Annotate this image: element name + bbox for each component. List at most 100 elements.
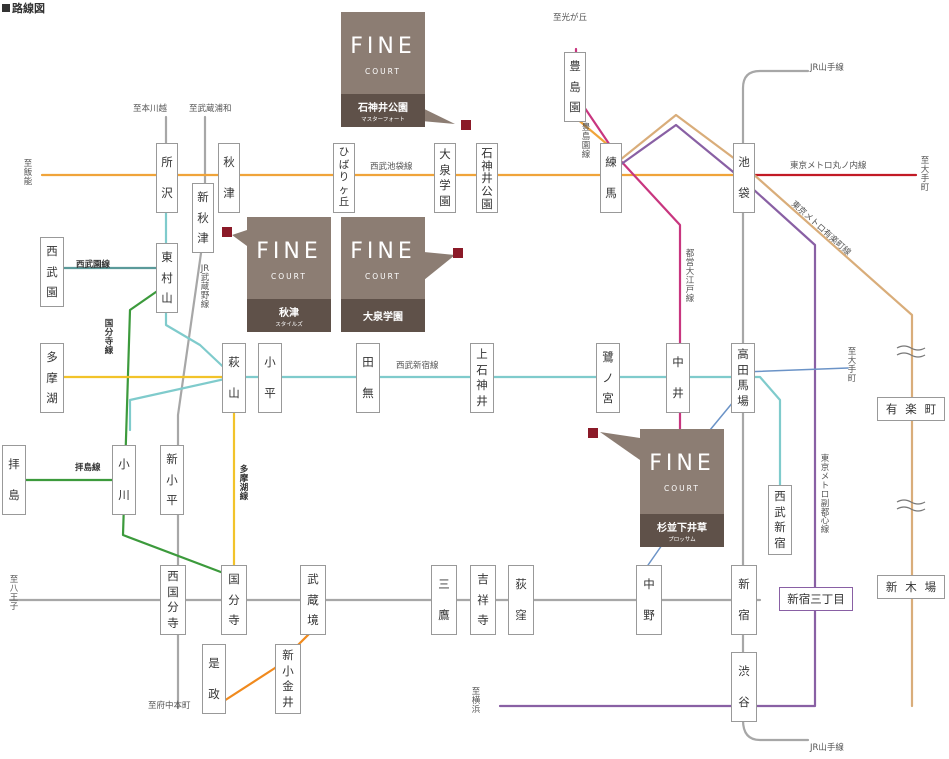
station-seibuen[interactable]: 西武園	[40, 237, 64, 307]
station-shinkodaira[interactable]: 新小平	[160, 445, 184, 515]
map-pin-oizumigakuen[interactable]	[453, 248, 463, 258]
map-pin-shakujiikoen[interactable]	[461, 120, 471, 130]
property-tag: スタイルズ	[275, 321, 303, 328]
nakano-fc-connector-path	[645, 544, 663, 569]
property-tag: マスターフォート	[361, 116, 405, 123]
station-oizumigakuen[interactable]: 大泉学園	[434, 143, 456, 213]
callout-pointer-akitsu	[232, 230, 247, 246]
label-to-musashiurawa: 至武蔵浦和	[189, 104, 232, 114]
property-name: 大泉学園	[363, 311, 403, 323]
station-akitsu[interactable]: 秋津	[218, 143, 240, 213]
station-kichijoji[interactable]: 吉祥寺	[470, 565, 496, 635]
station-kamishakujii[interactable]: 上石神井	[470, 343, 494, 413]
tozai-connector-path	[742, 367, 849, 373]
property-card-shakujiikoen[interactable]: FINE COURT 石神井公園 マスターフォート	[341, 12, 425, 127]
station-yurakucho[interactable]: 有楽町	[877, 397, 945, 421]
station-ogikubo[interactable]: 荻窪	[508, 565, 534, 635]
tamako-line-path	[60, 375, 236, 579]
label-to-otemachi-1: 至大手町	[920, 156, 930, 193]
property-card-akitsu[interactable]: FINE COURT 秋津 スタイルズ	[247, 217, 331, 332]
station-shakujiikoen[interactable]: 石神井公園	[476, 143, 498, 213]
station-nakano[interactable]: 中野	[636, 565, 662, 635]
property-footer: 秋津 スタイルズ	[247, 299, 331, 332]
yurakucho-line-path	[618, 113, 914, 708]
callout-pointer-oizumi	[424, 252, 455, 280]
fukutoshin-line-path	[498, 123, 817, 708]
station-ikebukuro[interactable]: 池袋	[733, 143, 755, 213]
label-seibu-ikebukuro-line: 西武池袋線	[370, 162, 413, 172]
station-koremasa[interactable]: 是政	[202, 644, 226, 714]
oedo-line-path	[574, 47, 682, 432]
property-card-suginami-shimoigusa[interactable]: FINE COURT 杉並下井草 プロッサム	[640, 429, 724, 547]
property-sub: COURT	[365, 272, 401, 281]
property-brand: FINE	[649, 451, 715, 476]
label-seibuen-line: 西武園線	[76, 260, 111, 270]
break-mark-upper	[896, 345, 926, 358]
station-haguyama[interactable]: 萩山	[222, 343, 246, 413]
page-title: 路線図	[2, 0, 45, 16]
label-to-yokohama: 至横浜	[471, 687, 481, 715]
haijima-line-path	[128, 375, 236, 432]
map-pin-suginami-shimoigusa[interactable]	[588, 428, 598, 438]
station-shinkiba[interactable]: 新木場	[877, 575, 945, 599]
property-tag: プロッサム	[668, 536, 696, 543]
property-footer: 大泉学園	[341, 299, 425, 332]
property-footer: 石神井公園 マスターフォート	[341, 94, 425, 127]
label-seibu-shinjuku-line: 西武新宿線	[396, 361, 439, 371]
label-fukutoshin-line: 東京メトロ副都心線	[820, 454, 830, 536]
property-sub: COURT	[365, 67, 401, 76]
station-haijima[interactable]: 拝島	[2, 445, 26, 515]
property-brand: FINE	[350, 34, 416, 59]
station-mitaka[interactable]: 三鷹	[431, 565, 457, 635]
label-to-hachioji: 至八王子	[9, 575, 19, 612]
station-nakai[interactable]: 中井	[666, 343, 690, 413]
station-nerima[interactable]: 練馬	[600, 143, 622, 213]
label-to-fuchuhommachi: 至府中本町	[148, 701, 191, 711]
station-shibuya[interactable]: 渋谷	[731, 652, 757, 722]
label-to-honkawagoe: 至本川越	[133, 104, 168, 114]
label-jr-musashino-line: JR武蔵野線	[200, 264, 210, 310]
label-oedo-line: 都営大江戸線	[685, 249, 695, 304]
station-takadanobaba[interactable]: 高田馬場	[731, 343, 755, 413]
station-seibushinjuku[interactable]: 西武新宿	[768, 485, 792, 555]
station-saginomiya[interactable]: 鷺ノ宮	[596, 343, 620, 413]
property-name: 石神井公園	[358, 102, 408, 114]
property-brand: FINE	[350, 239, 416, 264]
station-kodaira[interactable]: 小平	[258, 343, 282, 413]
station-shinjuku[interactable]: 新宿	[731, 565, 757, 635]
property-sub: COURT	[664, 484, 700, 493]
kokubunji-line-path	[121, 283, 236, 579]
station-nishikokubunji[interactable]: 西国分寺	[160, 565, 186, 635]
callout-pointer-suginami	[600, 432, 640, 460]
station-hibarigaoka[interactable]: ひばりヶ丘	[333, 143, 355, 213]
property-brand: FINE	[256, 239, 322, 264]
station-tamako[interactable]: 多摩湖	[40, 343, 64, 413]
label-to-otemachi-2: 至大手町	[847, 347, 857, 384]
label-toshimaen-line: 豊島園線	[581, 123, 591, 160]
title-square-icon	[2, 4, 10, 12]
station-shinkoganei[interactable]: 新小金井	[275, 644, 301, 714]
label-jr-yamanote-top: JR山手線	[810, 63, 844, 73]
label-haijima-line: 拝島線	[75, 463, 101, 473]
station-ogawa[interactable]: 小川	[112, 445, 136, 515]
property-name: 杉並下井草	[657, 522, 707, 534]
label-marunouchi-line: 東京メトロ丸ノ内線	[790, 161, 867, 171]
property-sub: COURT	[271, 272, 307, 281]
map-pin-akitsu[interactable]	[222, 227, 232, 237]
station-kokubunji[interactable]: 国分寺	[221, 565, 247, 635]
station-higashimurayama[interactable]: 東村山	[156, 243, 178, 313]
label-to-koyasu: 至光が丘	[553, 13, 588, 23]
station-toshimaen[interactable]: 豊島園	[564, 52, 586, 122]
label-to-hanno: 至飯能	[23, 159, 33, 187]
label-jr-yamanote-bottom: JR山手線	[810, 743, 844, 753]
label-kokubunji-line: 国分寺線	[104, 319, 114, 356]
station-shin-akitsu[interactable]: 新秋津	[192, 183, 214, 253]
station-musashisakai[interactable]: 武蔵境	[300, 565, 326, 635]
property-footer: 杉並下井草 プロッサム	[640, 514, 724, 547]
station-tanashi[interactable]: 田無	[356, 343, 380, 413]
break-mark-lower	[896, 499, 926, 512]
station-tokorozawa[interactable]: 所沢	[156, 143, 178, 213]
station-shinjuku-sanchome[interactable]: 新宿三丁目	[779, 587, 853, 611]
property-card-oizumigakuen[interactable]: FINE COURT 大泉学園	[341, 217, 425, 332]
